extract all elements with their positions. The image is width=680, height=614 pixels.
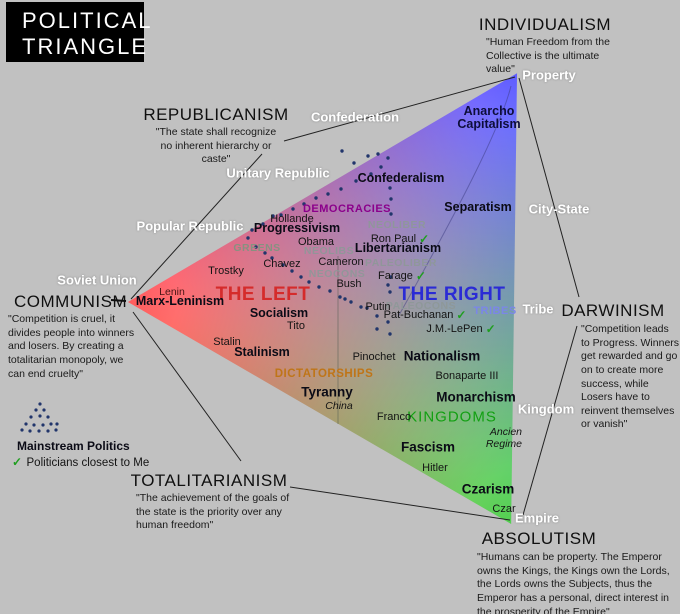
ideology-marx-leninism: Marx-Leninism: [135, 294, 225, 308]
republicanism-to-communism-line: [130, 153, 263, 300]
person-lepen: J.M.-LePen: [426, 323, 483, 335]
ideology-ancien-regime: Ancien Regime: [485, 426, 522, 450]
person-obama: Obama: [297, 236, 335, 248]
person-putin: Putin: [365, 301, 391, 313]
ideology-socialism: Socialism: [249, 306, 309, 320]
faction-neolibs: NEOLIBS: [303, 245, 355, 257]
heading-communism: COMMUNISM: [14, 292, 128, 311]
person-farage-row: Farage ✓: [378, 269, 426, 283]
scale-label-tribe: Tribe: [522, 301, 554, 317]
quote-darwinism: "Competition leads to Progress. Winners …: [581, 323, 680, 431]
check-icon: ✓: [456, 308, 467, 322]
title-line1: POLITICAL: [22, 8, 153, 33]
faction-neocons: NEOCONS: [308, 268, 366, 280]
totalitarianism-to-communism-line: [132, 311, 242, 462]
faction-paleoliber: PALEOLIBER: [365, 257, 437, 269]
scale-label-kingdom: Kingdom: [517, 401, 575, 417]
person-lepen-row: J.M.-LePen ✓: [426, 322, 495, 336]
heading-individualism: INDIVIDUALISM: [478, 15, 612, 34]
mainstream-politics-dots: [20, 149, 393, 433]
scale-label-soviet-union: Soviet Union: [57, 272, 137, 288]
ideology-monarchism: Monarchism: [436, 389, 516, 405]
property-axis-line: [397, 85, 512, 318]
ideology-nationalism: Nationalism: [403, 348, 481, 364]
ideology-stalinism: Stalinism: [234, 345, 290, 359]
scale-label-empire: Empire: [514, 510, 560, 526]
person-lenin: Lenin: [159, 286, 185, 298]
darwinism-to-empire-line: [522, 325, 578, 516]
communism-pointer-dash: [110, 299, 127, 302]
person-hitler: Hitler: [422, 462, 448, 474]
faction-neoliber: NEOLIBER: [367, 219, 427, 231]
scale-label-unitary-republic: Unitary Republic: [226, 165, 330, 181]
scale-label-city-state: City-State: [528, 201, 590, 217]
darwinism-to-property-line: [518, 77, 580, 298]
quote-communism: "Competition is cruel, it divides people…: [8, 313, 135, 380]
check-icon: ✓: [419, 232, 430, 246]
heading-darwinism: DARWINISM: [561, 301, 665, 320]
title-box: POLITICAL TRIANGLE: [6, 2, 153, 62]
person-tito: Tito: [287, 320, 305, 332]
quote-totalitarianism: "The achievement of the goals of the sta…: [136, 492, 290, 532]
person-hollande: Hollande: [270, 213, 314, 225]
scale-label-popular-republic: Popular Republic: [136, 218, 244, 234]
quote-individualism: "Human Freedom from the Collective is th…: [486, 36, 610, 76]
region-kingdoms: KINGDOMS: [407, 408, 497, 426]
region-the-left: THE LEFT: [215, 284, 311, 305]
quote-absolutism: "Humans can be property. The Emperor own…: [477, 551, 670, 614]
ideology-confederalism: Confederalism: [357, 171, 445, 185]
person-stalin: Stalin: [213, 336, 241, 348]
ideology-libertarianism: Libertarianism: [354, 241, 442, 255]
person-pat-buchanan: Pat-Buchanan: [383, 309, 454, 321]
person-ron-paul-row: Ron Paul ✓: [371, 232, 429, 246]
region-tribes: TRIBES: [473, 305, 517, 317]
faction-paleocons: PALEOCONS: [385, 300, 457, 312]
person-chavez: Chavez: [263, 258, 301, 270]
totalitarianism-to-empire-line: [289, 486, 511, 521]
person-trostky: Trostky: [208, 265, 244, 277]
ideology-progressivism: Progressivism: [253, 221, 341, 235]
ideology-czarism: Czarism: [461, 481, 515, 497]
republicanism-to-property-line: [283, 76, 516, 142]
ideology-fascism: Fascism: [400, 439, 456, 455]
quote-republicanism: "The state shall recognize no inherent h…: [155, 126, 277, 166]
legend-mainstream-label: Mainstream Politics: [17, 439, 130, 453]
title-line2: TRIANGLE: [22, 34, 149, 59]
person-cameron: Cameron: [318, 256, 364, 268]
person-bush: Bush: [336, 278, 362, 290]
heading-totalitarianism: TOTALITARIANISM: [130, 471, 288, 490]
heading-republicanism: REPUBLICANISM: [143, 105, 289, 124]
check-icon: ✓: [415, 269, 426, 283]
region-dictatorships: DICTATORSHIPS: [274, 368, 374, 380]
person-czar: Czar: [492, 503, 516, 515]
region-democracies: DEMOCRACIES: [302, 203, 392, 215]
scale-label-confederation: Confederation: [310, 109, 400, 125]
person-franco: Franco: [376, 411, 412, 423]
legend-closest-row: ✓ Politicians closest to Me: [12, 453, 149, 471]
scale-label-property: Property: [522, 67, 576, 83]
check-icon: ✓: [485, 322, 496, 336]
ideology-anarcho-capitalism: Anarcho Capitalism: [457, 103, 521, 131]
person-china: China: [325, 400, 353, 412]
region-the-right: THE RIGHT: [398, 284, 506, 305]
check-icon: ✓: [12, 455, 23, 469]
heading-absolutism: ABSOLUTISM: [481, 529, 597, 548]
person-bonaparte: Bonaparte III: [435, 370, 499, 382]
legend-closest-label: Politicians closest to Me: [26, 457, 150, 469]
person-pinochet: Pinochet: [352, 351, 396, 363]
person-ron-paul: Ron Paul: [370, 233, 417, 245]
faction-greens: GREENS: [233, 242, 281, 254]
ideology-tyranny: Tyranny: [301, 384, 353, 400]
ideology-separatism: Separatism: [444, 200, 512, 214]
person-farage: Farage: [378, 270, 413, 282]
person-pat-buchanan-row: Pat-Buchanan ✓: [384, 308, 467, 322]
